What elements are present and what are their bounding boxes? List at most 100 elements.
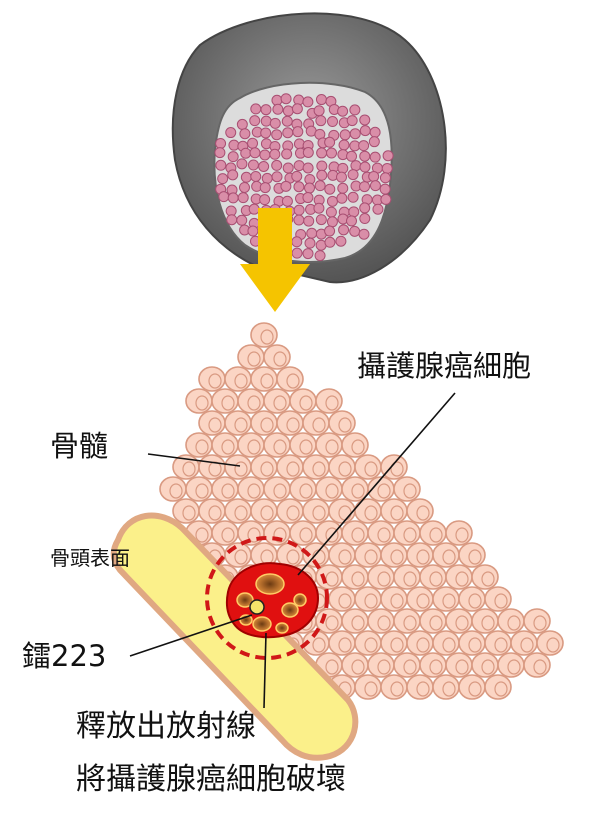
marrow-cell	[350, 226, 360, 236]
marrow-cell	[229, 140, 239, 150]
marrow-tissue-cell	[394, 609, 420, 633]
marrow-tissue-cell	[394, 521, 420, 545]
marrow-cell	[336, 236, 346, 246]
marrow-cell	[259, 162, 269, 172]
label-bone-marrow: 骨髓	[50, 432, 108, 461]
marrow-cell	[283, 163, 293, 173]
marrow-cell	[283, 106, 293, 116]
marrow-cell	[251, 171, 261, 181]
marrow-tissue-cell	[199, 411, 225, 435]
marrow-tissue-cell	[420, 609, 446, 633]
marrow-cell	[294, 161, 304, 171]
marrow-tissue-cell	[433, 631, 459, 655]
marrow-cell	[216, 160, 226, 170]
marrow-cell	[369, 137, 379, 147]
marrow-cell	[281, 94, 291, 104]
marrow-cell	[327, 148, 337, 158]
marrow-cell	[303, 148, 313, 158]
marrow-cell	[293, 127, 303, 137]
marrow-tissue-cell	[303, 455, 329, 479]
marrow-cell	[317, 170, 327, 180]
marrow-tissue-cell	[459, 543, 485, 567]
marrow-tissue-cell	[433, 675, 459, 699]
marrow-tissue-cell	[381, 587, 407, 611]
marrow-cell	[219, 192, 229, 202]
marrow-tissue-cell	[225, 543, 251, 567]
marrow-tissue-cell	[472, 653, 498, 677]
marrow-tissue-cell	[329, 587, 355, 611]
marrow-cell	[326, 207, 336, 217]
marrow-cell	[360, 214, 370, 224]
marrow-cell	[317, 148, 327, 158]
marrow-cell	[303, 193, 313, 203]
bone-cross-section	[173, 13, 446, 282]
marrow-cell	[360, 203, 370, 213]
marrow-cell	[292, 171, 302, 181]
marrow-cell	[337, 172, 347, 182]
marrow-tissue-cell	[264, 345, 290, 369]
marrow-tissue-cell	[316, 477, 342, 501]
marrow-cell	[281, 181, 291, 191]
marrow-cell	[360, 115, 370, 125]
marrow-cell	[327, 196, 337, 206]
marrow-cell	[347, 116, 357, 126]
marrow-cell	[373, 204, 383, 214]
marrow-cell	[359, 141, 369, 151]
tumor-cell	[294, 594, 306, 606]
marrow-tissue-cell	[407, 587, 433, 611]
marrow-tissue-cell	[394, 653, 420, 677]
marrow-cell	[304, 216, 314, 226]
marrow-cell	[237, 119, 247, 129]
marrow-cell	[337, 193, 347, 203]
marrow-cell	[292, 248, 302, 258]
caption-line-1: 釋放出放射線	[76, 712, 256, 742]
marrow-tissue-cell	[446, 565, 472, 589]
marrow-cell	[218, 174, 228, 184]
marrow-cell	[248, 160, 258, 170]
marrow-cell	[273, 104, 283, 114]
marrow-cell	[227, 215, 237, 225]
marrow-cell	[347, 216, 357, 226]
marrow-tissue-cell	[407, 631, 433, 655]
marrow-cell	[292, 237, 302, 247]
marrow-cell	[303, 163, 313, 173]
marrow-tissue-cell	[420, 653, 446, 677]
marrow-tissue-cell	[485, 675, 511, 699]
marrow-tissue-cell	[394, 477, 420, 501]
marrow-tissue-cell	[342, 565, 368, 589]
marrow-cell	[340, 130, 350, 140]
marrow-cell	[260, 195, 270, 205]
marrow-tissue-cell	[485, 587, 511, 611]
marrow-tissue-cell	[160, 477, 186, 501]
marrow-tissue-cell	[381, 675, 407, 699]
marrow-tissue-cell	[355, 587, 381, 611]
marrow-cell	[370, 127, 380, 137]
marrow-tissue-cell	[251, 499, 277, 523]
marrow-tissue-cell	[329, 455, 355, 479]
tumor-cluster	[227, 563, 318, 637]
marrow-tissue-cell	[329, 499, 355, 523]
marrow-tissue-cell	[303, 411, 329, 435]
label-radium-223: 鐳223	[22, 642, 106, 671]
marrow-tissue-cell	[277, 367, 303, 391]
marrow-tissue-cell	[316, 521, 342, 545]
marrow-tissue-cell	[329, 543, 355, 567]
marrow-tissue-cell	[329, 631, 355, 655]
marrow-cell	[272, 160, 282, 170]
marrow-tissue-cell	[472, 609, 498, 633]
marrow-cell	[314, 106, 324, 116]
marrow-cell	[249, 204, 259, 214]
marrow-tissue-cell	[342, 609, 368, 633]
marrow-cell	[339, 225, 349, 235]
marrow-tissue-cell	[290, 389, 316, 413]
marrow-cell	[272, 172, 282, 182]
marrow-cell	[348, 192, 358, 202]
marrow-cell	[305, 183, 315, 193]
marrow-tissue-cell	[420, 565, 446, 589]
marrow-cell	[325, 226, 335, 236]
label-bone-surface: 骨頭表面	[50, 548, 130, 568]
marrow-tissue-cell	[368, 653, 394, 677]
marrow-tissue-cell	[459, 631, 485, 655]
marrow-tissue-cell	[212, 477, 238, 501]
marrow-tissue-cell	[342, 653, 368, 677]
